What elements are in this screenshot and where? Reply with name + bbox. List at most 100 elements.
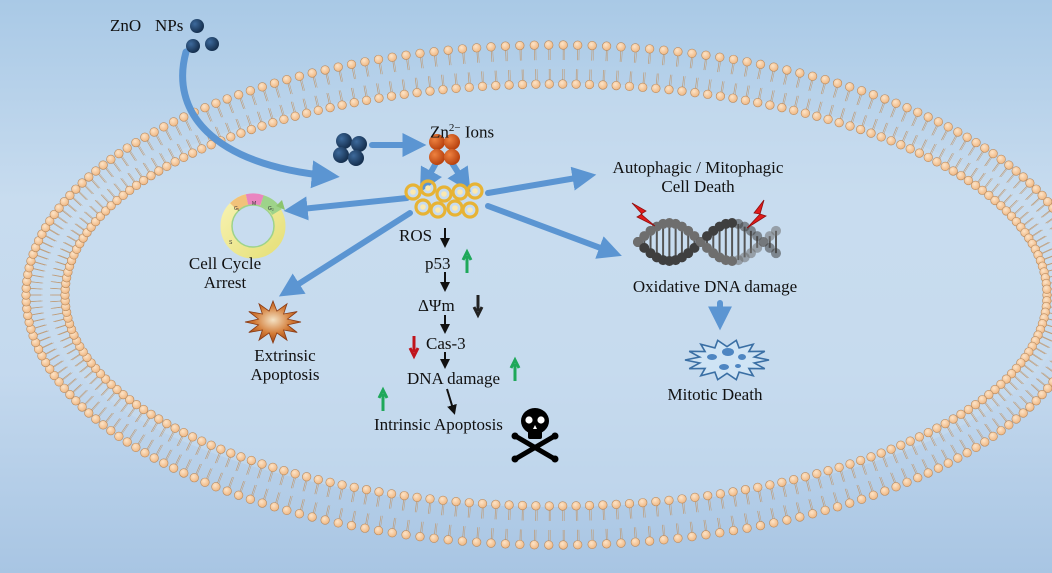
lipid-head (777, 477, 787, 487)
lipid-head (1018, 172, 1028, 182)
lipid-tail (1025, 191, 1035, 200)
lipid-head (715, 52, 725, 62)
lipid-tail (416, 500, 419, 513)
lipid-tail (52, 360, 63, 368)
lipid-head (834, 118, 844, 128)
lipid-tail (954, 157, 962, 169)
lipid-tail (869, 97, 875, 110)
lipid-head (701, 530, 711, 540)
lipid-tail (846, 89, 851, 102)
lipid-tail (783, 72, 787, 85)
lipid-head (65, 190, 75, 200)
lipid-tail (1042, 336, 1052, 341)
lipid-tail (44, 348, 56, 355)
lipid-tail (279, 104, 284, 117)
lipid-head (188, 432, 198, 442)
lipid-tail (494, 507, 496, 520)
lipid-tail (810, 499, 814, 511)
lipid-head (823, 466, 833, 476)
lipid-head (544, 501, 554, 511)
lipid-tail (186, 119, 192, 131)
lipid-head (257, 121, 267, 131)
lipid-head (769, 62, 779, 72)
lipid-head (616, 42, 626, 52)
lipid-head (868, 490, 878, 500)
lipid-head (268, 462, 278, 472)
lipid-head (948, 166, 958, 176)
lipid-tail (120, 155, 128, 167)
lipid-head (659, 535, 669, 545)
label-zno: ZnO (110, 16, 142, 35)
lipid-tail (758, 510, 762, 523)
lipid-tail (39, 248, 52, 254)
lipid-tail (338, 508, 342, 521)
lipid-tail (420, 521, 423, 534)
lipid-tail (435, 523, 438, 536)
lipid-head (279, 114, 289, 124)
lipid-tail (94, 200, 104, 210)
lipid-tail (448, 53, 450, 66)
mitotic-cell-icon (684, 339, 770, 381)
lipid-head (905, 144, 915, 154)
lipid-head (1031, 184, 1041, 194)
lipid-head (131, 137, 141, 148)
lipid-tail (734, 83, 738, 96)
lipid-tail (696, 77, 699, 90)
lipid-tail (326, 92, 330, 105)
lipid-tail (469, 72, 471, 85)
lipid-tail (31, 281, 44, 284)
lipid-tail (239, 480, 244, 493)
lipid-tail (287, 82, 292, 95)
lipid-tail (434, 523, 437, 536)
lipid-tail (184, 119, 191, 131)
lipid-head (169, 463, 179, 473)
lipid-head (361, 95, 372, 105)
lipid-head (374, 93, 384, 103)
lipid-tail (316, 95, 320, 108)
lipid-tail (850, 466, 855, 479)
lipid-head (1048, 203, 1052, 213)
lipid-tail (747, 85, 750, 98)
lipid-tail (51, 312, 64, 316)
lightning-bolt-icon (631, 202, 656, 227)
lipid-head (812, 111, 822, 121)
lipid-tail (67, 203, 78, 212)
lipid-tail (363, 85, 367, 98)
lipid-head (477, 499, 488, 509)
label-p53: p53 (425, 254, 451, 273)
lipid-tail (707, 79, 711, 92)
lipid-tail (32, 268, 44, 272)
lipid-head (246, 124, 256, 135)
lipid-head (84, 408, 94, 418)
lipid-tail (89, 205, 99, 215)
lipid-head (868, 90, 878, 100)
lipid-tail (941, 129, 948, 141)
lipid-head (795, 512, 805, 522)
lipid-head (122, 437, 132, 447)
lipid-tail (891, 105, 897, 118)
lipid-head (728, 487, 738, 497)
lipid-tail (92, 401, 101, 411)
lipid-tail (770, 487, 774, 500)
lipid-tail (839, 470, 844, 482)
lipid-tail (709, 498, 712, 511)
lipid-tail (66, 235, 78, 243)
lipid-tail (463, 51, 466, 64)
lipid-head (584, 500, 595, 511)
lipid-tail (1045, 262, 1052, 266)
lipid-tail (376, 83, 379, 96)
lipid-head (106, 426, 116, 436)
lipid-head (131, 442, 141, 453)
lipid-head (742, 523, 752, 533)
nanoparticle-dot (186, 39, 200, 53)
lipid-tail (1048, 312, 1052, 314)
lipid-tail (156, 134, 164, 146)
lipid-tail (53, 267, 66, 272)
lipid-tail (454, 504, 457, 517)
lipid-tail (366, 64, 370, 77)
lipid-head (429, 533, 439, 543)
lipid-head (880, 94, 890, 104)
lipid-head (443, 535, 453, 545)
lipid-head (374, 487, 384, 497)
lipid-tail (718, 60, 722, 73)
